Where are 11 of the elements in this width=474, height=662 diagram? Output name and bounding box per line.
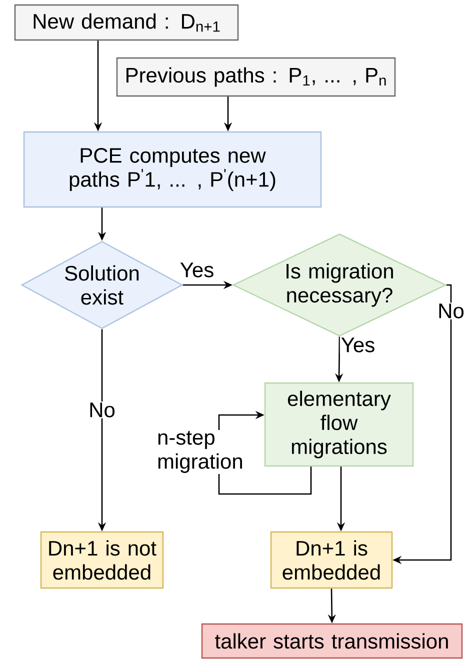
process-box: PCE computes new paths P$^{'}$1, ... , P$^{'}$(n+1) — [23, 131, 322, 208]
edge-label: n-step migration — [156, 430, 254, 474]
input-box: New demand : D$_{n+1}$ — [14, 4, 239, 41]
result-box: Dn+1 is not embedded — [40, 531, 164, 589]
edge-label: No — [88, 402, 116, 418]
input-box: Previous paths : P$_{1}$, ... , P$_{n}$ — [116, 57, 396, 97]
edge-label: Yes — [340, 336, 376, 354]
result-box: Dn+1 is embedded — [270, 531, 393, 589]
process-box: elementary flow migrations — [264, 382, 414, 467]
terminal-box: talker starts transmission — [201, 623, 463, 659]
edge-label: No — [436, 302, 466, 320]
